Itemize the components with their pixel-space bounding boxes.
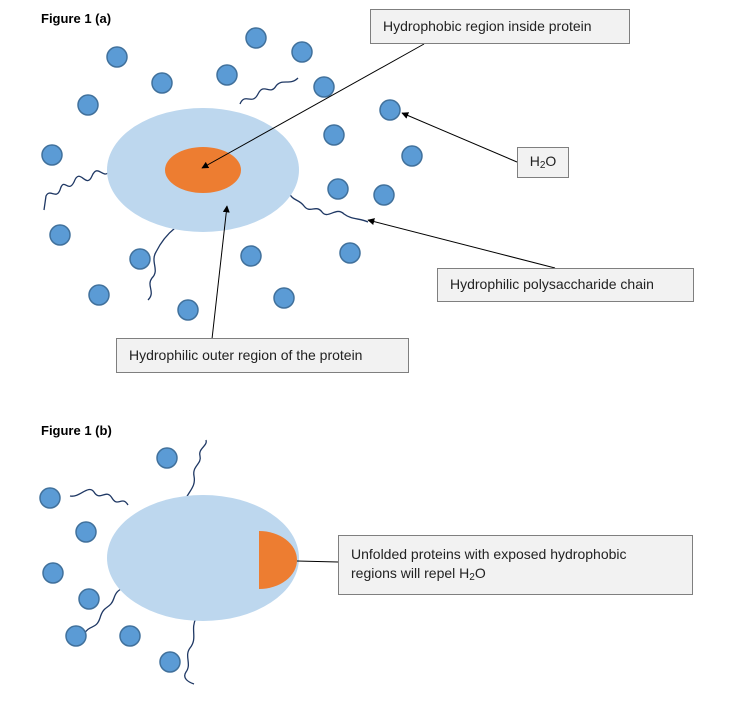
figure-b-title: Figure 1 (b) xyxy=(41,423,112,438)
water-molecule xyxy=(273,287,295,309)
water-molecule xyxy=(373,184,395,206)
polysaccharide-chains-a xyxy=(43,77,369,301)
arrow-hydrophobic-inside xyxy=(201,43,425,169)
water-molecule xyxy=(129,248,151,270)
water-molecule xyxy=(323,124,345,146)
water-molecule xyxy=(88,284,110,306)
chain-b-upper-left xyxy=(69,488,129,506)
chain-a-right xyxy=(287,189,369,223)
chain-a-top xyxy=(239,77,299,105)
water-molecule xyxy=(75,521,97,543)
water-molecule xyxy=(291,41,313,63)
water-molecule xyxy=(339,242,361,264)
water-molecule xyxy=(177,299,199,321)
water-molecule xyxy=(119,625,141,647)
chain-a-left xyxy=(43,169,111,211)
water-molecule xyxy=(240,245,262,267)
figure-a-graphics xyxy=(41,27,556,340)
label-water-text: H2O xyxy=(530,152,557,173)
arrow-h2o xyxy=(401,112,518,163)
water-molecule xyxy=(42,562,64,584)
water-molecule xyxy=(216,64,238,86)
label-polysaccharide: Hydrophilic polysaccharide chain xyxy=(437,268,694,302)
label-unfolded-proteins: Unfolded proteins with exposed hydrophob… xyxy=(338,535,693,595)
chain-b-top xyxy=(184,439,207,501)
leader-arrows-a xyxy=(201,43,556,340)
polysaccharide-chains-b xyxy=(69,439,207,685)
water-molecule xyxy=(313,76,335,98)
water-molecule xyxy=(39,487,61,509)
label-unfolded-line2-prefix: regions will repel H xyxy=(351,565,470,582)
label-water: H2O xyxy=(517,147,569,178)
label-polysaccharide-text: Hydrophilic polysaccharide chain xyxy=(450,276,654,293)
label-unfolded-suffix: O xyxy=(474,565,486,582)
label-outer-region: Hydrophilic outer region of the protein xyxy=(116,338,409,373)
water-molecule xyxy=(49,224,71,246)
hydrophobic-core xyxy=(165,147,241,193)
chain-a-bottom xyxy=(147,227,176,301)
figure-a-title: Figure 1 (a) xyxy=(41,11,112,26)
water-molecules-b xyxy=(39,447,181,673)
water-molecule xyxy=(327,178,349,200)
arrow-polysaccharide xyxy=(367,218,556,269)
water-molecule xyxy=(159,651,181,673)
water-molecule xyxy=(156,447,178,469)
water-molecule xyxy=(78,588,100,610)
water-molecules-a xyxy=(41,27,423,321)
connector-unfolded xyxy=(296,560,339,563)
water-molecule xyxy=(245,27,267,49)
label-unfolded-line2: regions will repel H2O xyxy=(351,564,486,585)
label-outer-region-text: Hydrophilic outer region of the protein xyxy=(129,346,363,363)
water-molecule xyxy=(106,46,128,68)
water-suffix: O xyxy=(545,153,557,169)
label-unfolded-subscript: 2 xyxy=(469,572,475,584)
water-molecule xyxy=(77,94,99,116)
label-hydrophobic-inside: Hydrophobic region inside protein xyxy=(370,9,630,44)
label-hydrophobic-inside-text: Hydrophobic region inside protein xyxy=(383,17,592,34)
water-molecule xyxy=(41,144,63,166)
water-molecule xyxy=(151,72,173,94)
water-molecule xyxy=(379,99,401,121)
chain-b-bottom xyxy=(184,617,197,685)
water-molecule xyxy=(65,625,87,647)
water-molecule xyxy=(401,145,423,167)
unfolded-protein-body xyxy=(107,495,299,621)
arrow-outer-region xyxy=(211,205,230,340)
water-subscript: 2 xyxy=(539,160,546,171)
water-prefix: H xyxy=(529,153,540,169)
figure-b-graphics xyxy=(39,439,339,685)
label-unfolded-line1: Unfolded proteins with exposed hydrophob… xyxy=(351,545,627,562)
exposed-hydrophobic-region xyxy=(259,531,297,589)
